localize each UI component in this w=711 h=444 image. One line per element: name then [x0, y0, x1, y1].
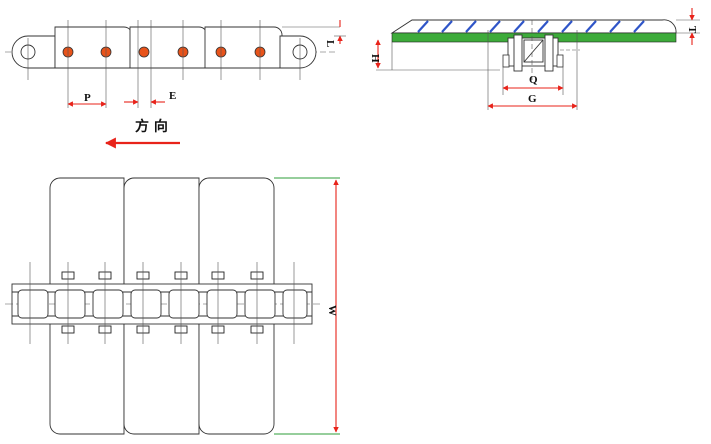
outer-width-label: G [528, 93, 537, 105]
top-view: W [5, 177, 340, 435]
width-label: W [326, 305, 338, 316]
direction-text: 方 向 [135, 118, 168, 135]
height-label: H [369, 54, 381, 63]
side-view: P E L [5, 20, 346, 108]
plate-height-label: L [324, 40, 336, 47]
inner-width-label: Q [529, 74, 538, 86]
thickness-label: T [686, 26, 698, 34]
cross-section-view: H T Q G [369, 8, 700, 110]
direction-indicator: 方 向 [104, 118, 180, 149]
hatch-lines [417, 20, 645, 33]
pitch-label: P [84, 92, 91, 104]
offset-label: E [169, 90, 176, 102]
